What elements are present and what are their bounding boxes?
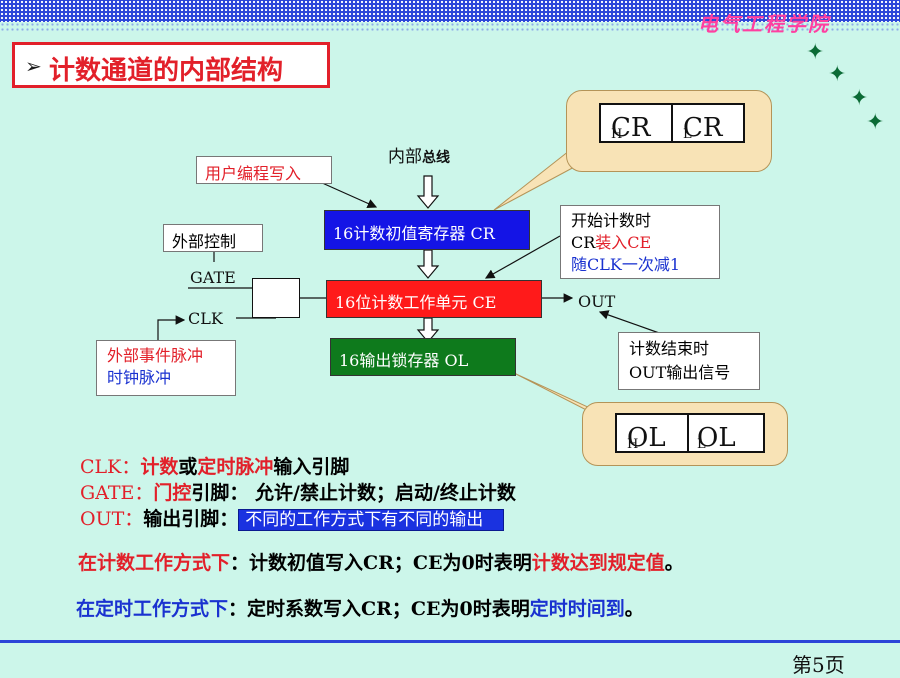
timer-mode-c: 定时时间到: [529, 598, 625, 620]
brand-text: 电气工程学院: [698, 12, 830, 36]
olh-label: OL: [627, 423, 666, 453]
gate-label: GATE: [190, 268, 236, 287]
oll-label: OL: [697, 423, 736, 453]
ext-pulse-line1: 外部事件脉冲: [107, 346, 204, 365]
page-number: 第5页: [792, 653, 845, 677]
clk-label: CLK: [188, 309, 223, 328]
bus-label: 内部总线: [388, 142, 450, 167]
count-mode-b: ：计数初值写入CR；CE为0时表明: [230, 552, 532, 574]
crh-sub: H: [611, 127, 623, 143]
gate-description: GATE：门控引脚： 允许/禁止计数；启动/终止计数: [80, 478, 516, 505]
count-mode-d: 。: [664, 552, 684, 574]
footer-rule: [0, 640, 900, 643]
count-mode-c: 计数达到规定值: [531, 552, 665, 574]
gate-desc-a: GATE：: [80, 482, 154, 504]
end-count-note: 计数结束时 OUT输出信号: [618, 332, 760, 390]
start-note-line2: CR装入CE: [571, 232, 709, 254]
oll-sub: L: [697, 437, 706, 453]
ext-pulse-box: 外部事件脉冲 时钟脉冲: [96, 340, 236, 396]
gate-desc-c: 引脚： 允许/禁止计数；启动/终止计数: [191, 482, 516, 504]
start-note-line3: 随CLK一次减1: [571, 255, 681, 274]
olh-sub: H: [627, 437, 639, 453]
crl-label: CR: [683, 113, 723, 143]
header-band-dots: [0, 22, 900, 32]
clk-desc-d: 定时脉冲: [197, 456, 274, 478]
crh-label: CR: [611, 113, 651, 143]
slide-title-text: 计数通道的内部结构: [49, 56, 284, 86]
bus-label-a: 内部: [388, 147, 422, 167]
star-icon: ✦: [850, 86, 869, 111]
ext-pulse-line2: 时钟脉冲: [107, 368, 172, 387]
timer-mode-b: ：定时系数写入CR；CE为0时表明: [228, 598, 530, 620]
star-icon: ✦: [828, 62, 847, 87]
clk-desc-c: 或: [178, 456, 198, 478]
start-note-load: 装入CE: [595, 233, 652, 252]
ext-control-box: 外部控制: [163, 224, 263, 252]
start-count-note: 开始计数时 CR装入CE 随CLK一次减1: [560, 205, 720, 279]
end-note-line1: 计数结束时: [629, 339, 710, 358]
timer-mode-a: 在定时工作方式下: [76, 598, 229, 620]
gate-desc-b: 门控: [153, 482, 192, 504]
crl-sub: L: [683, 127, 692, 143]
out-desc-highlight: 不同的工作方式下有不同的输出: [238, 509, 505, 531]
clk-desc-a: CLK：: [80, 456, 141, 478]
clk-description: CLK：计数或定时脉冲输入引脚: [80, 452, 349, 479]
gate-control-box: [252, 278, 300, 318]
out-desc-a: OUT：: [80, 508, 144, 530]
start-note-cr: CR: [571, 233, 596, 252]
end-note-line2: OUT输出信号: [629, 363, 731, 382]
clk-desc-e: 输入引脚: [273, 456, 350, 478]
clk-desc-b: 计数: [140, 456, 179, 478]
arrow-bullet-icon: ➢: [25, 54, 42, 78]
out-description: OUT：输出引脚：不同的工作方式下有不同的输出: [80, 504, 505, 531]
bus-label-b: 总线: [422, 150, 450, 166]
timer-mode-line: 在定时工作方式下：定时系数写入CR；CE为0时表明定时时间到。: [76, 594, 644, 621]
ce-unit-block: 16位计数工作单元 CE: [326, 280, 542, 318]
count-mode-line: 在计数工作方式下：计数初值写入CR；CE为0时表明计数达到规定值。: [78, 548, 684, 575]
user-write-box: 用户编程写入: [196, 156, 332, 184]
start-note-line1: 开始计数时: [571, 211, 652, 230]
out-label: OUT: [578, 292, 616, 311]
cr-register-block: 16计数初值寄存器 CR: [324, 210, 530, 250]
header-band: [0, 0, 900, 22]
star-icon: ✦: [806, 40, 825, 65]
count-mode-a: 在计数工作方式下: [78, 552, 231, 574]
timer-mode-d: 。: [624, 598, 644, 620]
star-icon: ✦: [866, 110, 885, 135]
slide-title: ➢ 计数通道的内部结构: [12, 42, 330, 88]
out-desc-b: 输出引脚：: [143, 508, 239, 530]
ol-latch-block: 16输出锁存器 OL: [330, 338, 516, 376]
